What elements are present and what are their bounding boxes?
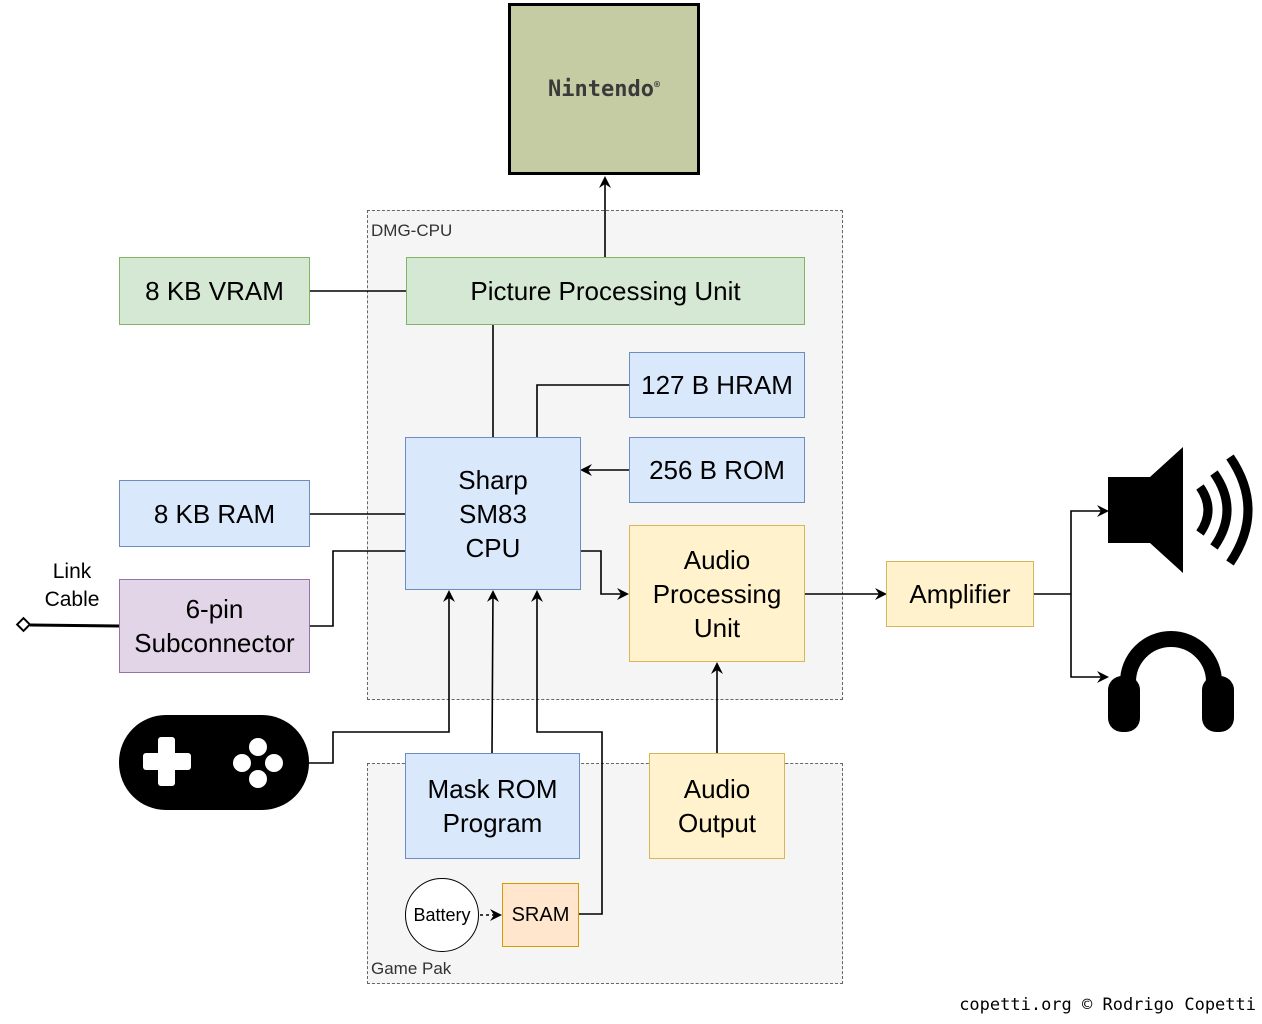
maskrom-to-cpu-line (486, 590, 499, 754)
gamepad-icon (119, 715, 309, 810)
registered-mark: ® (653, 79, 660, 91)
amplifier-to-speaker-line (1070, 505, 1109, 594)
nintendo-logo-text: Nintendo (548, 76, 654, 102)
amplifier-to-headphones-line (1070, 594, 1109, 683)
lcd-screen: Nintendo® (508, 3, 700, 175)
amplifier-box: Amplifier (886, 561, 1034, 627)
hram-cpu-line (536, 384, 629, 437)
link-cable-label: Link Cable (44, 560, 100, 611)
dmg-cpu-label: DMG-CPU (371, 221, 453, 240)
gamepad-to-cpu-line (309, 590, 455, 764)
mask-rom-box: Mask ROM Program (405, 753, 580, 859)
cpu-box: Sharp SM83 CPU (405, 437, 581, 590)
apu-box: Audio Processing Unit (629, 525, 805, 662)
subconnector-cpu-line (309, 550, 405, 627)
speaker-icon (1108, 447, 1253, 573)
boot-rom-box: 256 B ROM (629, 437, 805, 503)
audio-output-box: Audio Output (649, 753, 785, 859)
subconnector-box: 6-pin Subconnector (119, 579, 310, 673)
ram-box: 8 KB RAM (119, 480, 310, 547)
link-cable-line (29, 623, 120, 628)
game-pak-label: Game Pak (371, 959, 452, 978)
link-cable-connector-icon (15, 616, 32, 633)
hram-box: 127 B HRAM (629, 352, 805, 418)
cpu-to-apu-line (580, 550, 629, 600)
sram-to-cpu-line (531, 590, 603, 915)
headphones-icon (1108, 631, 1234, 732)
copyright-credit: copetti.org © Rodrigo Copetti (959, 995, 1256, 1015)
battery-circle: Battery (405, 878, 479, 952)
nintendo-logo: Nintendo® (548, 77, 660, 102)
sram-box: SRAM (502, 883, 579, 947)
vram-box: 8 KB VRAM (119, 257, 310, 325)
ppu-box: Picture Processing Unit (406, 257, 805, 325)
